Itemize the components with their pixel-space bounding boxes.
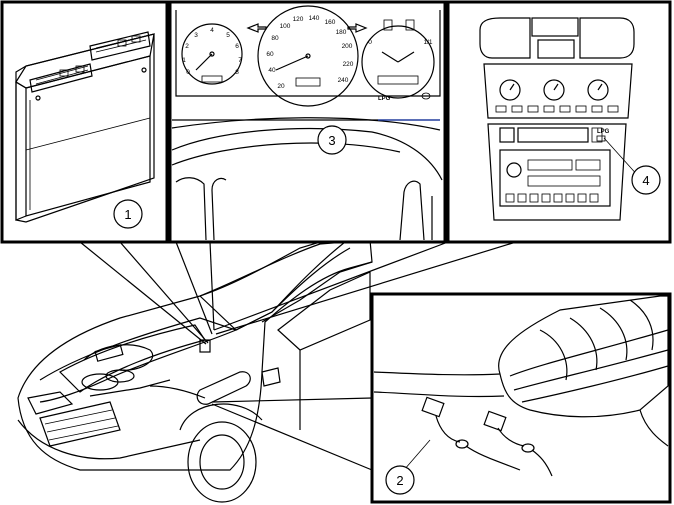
right-turn-arrow-icon: [347, 23, 368, 33]
svg-text:7: 7: [238, 57, 242, 64]
connector-left: [29, 63, 93, 93]
svg-text:6: 6: [235, 43, 239, 50]
svg-text:40: 40: [268, 67, 276, 74]
panel-instrument-cluster: 0 1 2 3 4 5 6 7 8 20 40 60 80 100: [168, 0, 447, 244]
fuel-pump-icon: [383, 19, 393, 31]
svg-text:220: 220: [343, 61, 354, 68]
speedometer: 20 40 60 80 100 120 140 160 180 200 220 …: [257, 5, 359, 107]
temperature-icon: [405, 19, 415, 31]
svg-text:120: 120: [293, 16, 304, 23]
svg-text:8: 8: [235, 69, 239, 76]
center-console-drawing: LPG: [479, 17, 641, 221]
svg-text:2: 2: [185, 43, 189, 50]
svg-text:0: 0: [368, 39, 372, 46]
tachometer: 0 1 2 3 4 5 6 7 8: [181, 23, 243, 85]
svg-text:1/1: 1/1: [423, 39, 432, 46]
svg-text:180: 180: [336, 29, 347, 36]
svg-text:4: 4: [210, 27, 214, 34]
car-illustration: [17, 235, 373, 503]
warning-lamp-icon: [421, 92, 431, 100]
svg-text:140: 140: [309, 15, 320, 22]
svg-text:160: 160: [325, 19, 336, 26]
left-turn-arrow-icon: [246, 23, 267, 33]
svg-text:240: 240: [338, 77, 349, 84]
callout-2: 2: [385, 465, 415, 495]
control-module-drawing: [15, 31, 155, 223]
callout-4: 4: [631, 165, 661, 195]
svg-text:200: 200: [342, 43, 353, 50]
svg-text:80: 80: [271, 35, 279, 42]
svg-text:3: 3: [328, 133, 335, 148]
svg-text:1: 1: [182, 57, 186, 64]
svg-text:100: 100: [280, 23, 291, 30]
callout-1: 1: [113, 199, 143, 229]
fuel-temp-gauge: 0 1/1: [361, 19, 435, 99]
svg-text:3: 3: [194, 32, 198, 39]
svg-text:4: 4: [642, 173, 649, 188]
svg-text:5: 5: [226, 32, 230, 39]
catalytic-converter-drawing: [373, 295, 669, 477]
instrument-cluster-drawing: 0 1 2 3 4 5 6 7 8 20 40 60 80 100: [171, 5, 443, 241]
oxygen-sensor-rear: [483, 410, 553, 477]
connector-right: [89, 31, 151, 61]
panel-oxygen-sensors: 2: [370, 292, 672, 504]
svg-text:2: 2: [396, 473, 403, 488]
lpg-button: LPG: [597, 129, 610, 135]
panel-center-console: LPG 4: [446, 0, 672, 244]
oxygen-sensor-front: [421, 396, 521, 471]
svg-text:1: 1: [124, 207, 131, 222]
leader-lines: [79, 241, 517, 471]
svg-text:0: 0: [186, 69, 190, 76]
svg-text:20: 20: [277, 83, 285, 90]
svg-text:60: 60: [266, 51, 274, 58]
lpg-indicator-lamp: LPG: [378, 96, 391, 102]
callout-3: 3: [317, 125, 347, 155]
panel-control-module: 1: [0, 0, 169, 244]
